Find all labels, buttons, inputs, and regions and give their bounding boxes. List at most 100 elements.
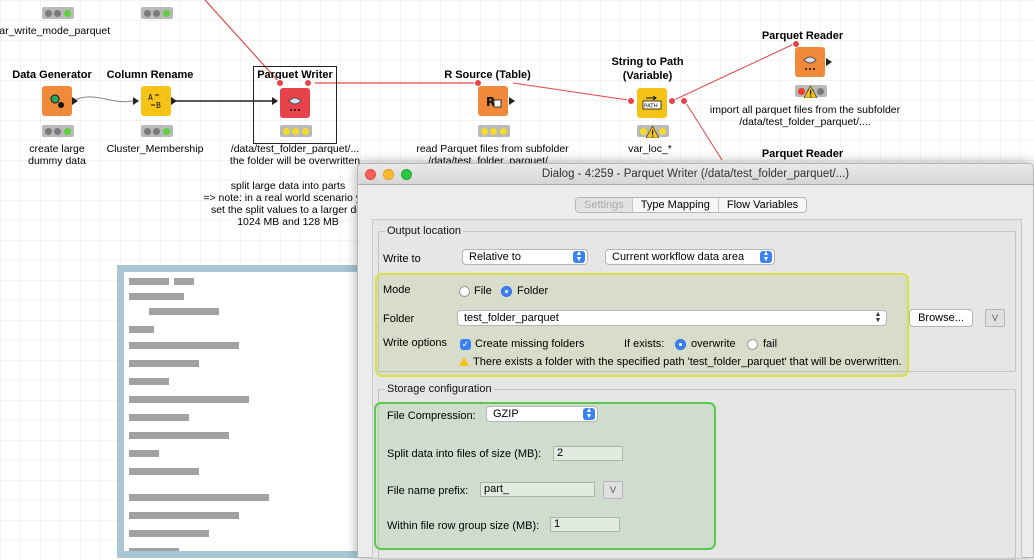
parquet-icon	[803, 56, 817, 70]
tab-flow-variables[interactable]: Flow Variables	[726, 199, 799, 211]
string-to-path-node[interactable]: PATH	[637, 88, 667, 118]
node-title: R Source (Table)	[444, 69, 531, 81]
mode-file-label: File	[474, 285, 492, 297]
compression-label: File Compression:	[387, 410, 476, 422]
output-port[interactable]	[509, 97, 515, 105]
generator-icon	[50, 94, 64, 108]
warning-icon	[804, 86, 817, 98]
compression-select[interactable]: GZIP ▲▼	[486, 406, 598, 422]
node-label: Cluster_Membership	[106, 143, 204, 155]
flow-variable-button[interactable]: V	[603, 481, 623, 499]
chevron-updown-icon: ▲▼	[760, 250, 772, 263]
output-location-group: Output location	[378, 225, 1016, 372]
traffic-light	[141, 7, 173, 19]
parquet-icon	[288, 97, 302, 111]
dialog-title: Dialog - 4:259 - Parquet Writer (/data/t…	[541, 168, 850, 180]
selected-node-frame	[253, 66, 337, 144]
if-exists-label: If exists:	[624, 338, 665, 350]
parquet-writer-node[interactable]	[280, 88, 310, 118]
prefix-label: File name prefix:	[387, 485, 469, 497]
svg-text:B: B	[156, 101, 161, 110]
svg-text:A: A	[148, 93, 153, 102]
rename-icon: AB	[148, 93, 161, 110]
overwrite-radio[interactable]	[675, 339, 686, 350]
folder-path-value: test_folder_parquet	[464, 312, 559, 324]
data-generator-node[interactable]	[42, 86, 72, 116]
node-label: var_loc_*	[628, 143, 672, 155]
overwrite-label: overwrite	[691, 338, 736, 350]
minimize-button[interactable]	[383, 169, 394, 180]
maximize-button[interactable]	[401, 169, 412, 180]
create-missing-checkbox[interactable]: ✓	[460, 339, 471, 350]
parquet-reader-node[interactable]	[795, 47, 825, 77]
mode-label: Mode	[383, 284, 411, 296]
close-button[interactable]	[365, 169, 376, 180]
variable-port[interactable]	[276, 79, 284, 87]
write-options-label: Write options	[383, 337, 447, 349]
highlight-green	[374, 402, 716, 550]
write-to-target-value: Current workflow data area	[612, 251, 745, 263]
write-to-value: Relative to	[469, 251, 521, 263]
chevron-updown-icon: ▲▼	[573, 250, 585, 263]
variable-port[interactable]	[680, 97, 688, 105]
mode-folder-label: Folder	[517, 285, 549, 297]
fail-label: fail	[763, 338, 778, 350]
svg-text:PATH: PATH	[644, 104, 658, 110]
tab-settings[interactable]: Settings	[576, 198, 633, 212]
input-port[interactable]	[133, 97, 139, 105]
node-title: Parquet Reader	[761, 30, 844, 42]
group-legend: Output location	[387, 225, 461, 237]
create-missing-label: Create missing folders	[475, 338, 585, 350]
node-title: Column Rename	[106, 69, 194, 81]
output-port[interactable]	[826, 58, 832, 66]
tab-bar: Settings Type Mapping Flow Variables	[575, 197, 808, 213]
output-port[interactable]	[171, 97, 177, 105]
rowgroup-input[interactable]: 1	[550, 517, 620, 532]
fail-radio[interactable]	[747, 339, 758, 350]
settings-panel: Output location Write to Relative to ▲▼ …	[372, 219, 1022, 560]
overwrite-warning: There exists a folder with the specified…	[459, 356, 902, 368]
write-to-target-select[interactable]: Current workflow data area ▲▼	[605, 249, 775, 265]
traffic-light	[141, 125, 173, 137]
flow-variable-button[interactable]: V	[985, 309, 1005, 327]
variable-port[interactable]	[627, 97, 635, 105]
blurred-panel	[117, 265, 362, 558]
folder-path-input[interactable]: test_folder_parquet ▲▼	[457, 310, 887, 326]
node-label: import all parquet files from the subfol…	[709, 104, 901, 128]
mode-folder-radio[interactable]	[501, 286, 512, 297]
input-port[interactable]	[272, 97, 278, 105]
dialog-titlebar[interactable]: Dialog - 4:259 - Parquet Writer (/data/t…	[358, 164, 1033, 185]
node-title: Data Generator	[12, 69, 92, 81]
write-to-label: Write to	[383, 253, 421, 265]
warning-text: There exists a folder with the specified…	[473, 356, 902, 368]
r-table-icon: R	[486, 95, 502, 109]
parquet-writer-dialog[interactable]: Dialog - 4:259 - Parquet Writer (/data/t…	[357, 163, 1034, 560]
mode-file-radio[interactable]	[459, 286, 470, 297]
tab-type-mapping[interactable]: Type Mapping	[633, 198, 719, 212]
split-size-input[interactable]: 2	[553, 446, 623, 461]
browse-button[interactable]: Browse...	[909, 309, 973, 327]
split-size-label: Split data into files of size (MB):	[387, 448, 542, 460]
node-title: Parquet Reader	[761, 148, 844, 160]
node-label: /data/test_folder_parquet/... the folder…	[229, 143, 361, 167]
warning-icon	[459, 357, 469, 366]
r-source-node[interactable]: R	[478, 86, 508, 116]
traffic-light	[42, 125, 74, 137]
traffic-light	[280, 125, 312, 137]
variable-port[interactable]	[304, 79, 312, 87]
variable-port[interactable]	[668, 97, 676, 105]
node-label: var_write_mode_parquet	[0, 25, 111, 37]
node-label: create large dummy data	[28, 143, 86, 167]
folder-label: Folder	[383, 313, 415, 325]
node-title: String to Path (Variable)	[611, 56, 684, 82]
rowgroup-label: Within file row group size (MB):	[387, 520, 540, 532]
chevron-updown-icon: ▲▼	[874, 311, 882, 324]
svg-text:R: R	[486, 95, 495, 109]
path-icon: PATH	[642, 95, 662, 110]
write-to-select[interactable]: Relative to ▲▼	[462, 249, 588, 265]
output-port[interactable]	[72, 97, 78, 105]
prefix-input[interactable]: part_	[480, 482, 595, 497]
warning-icon	[646, 126, 659, 138]
